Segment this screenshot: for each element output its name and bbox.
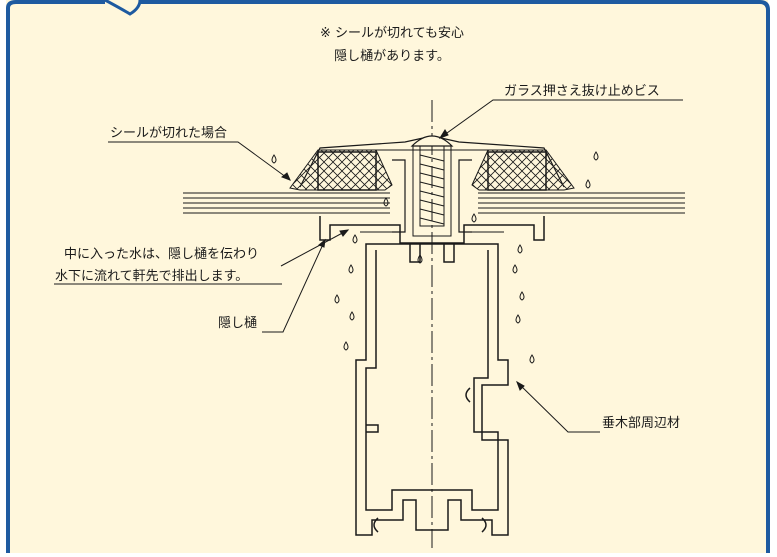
sealant-right	[471, 149, 575, 191]
label-gutter: 隠し樋	[218, 315, 257, 331]
frame-border-left	[6, 0, 105, 553]
panel-background	[6, 0, 768, 553]
label-rafter: 垂木部周辺材	[602, 416, 680, 431]
glass-pane-right	[478, 192, 685, 214]
frame-border-right	[140, 0, 770, 553]
screw-head	[410, 135, 454, 147]
label-water-line1: 中に入った水は、隠し樋を伝わり	[64, 246, 259, 262]
frame-tab	[104, 0, 142, 16]
rafter-profile	[355, 243, 509, 536]
glass-pane-left	[183, 192, 390, 214]
label-water-line2: 水下に流れて軒先で排出します。	[55, 269, 248, 284]
label-screw: ガラス押さえ抜け止めビス	[504, 83, 660, 99]
header-note-line2: 隠し樋があります。	[334, 48, 450, 64]
label-seal-cut: シールが切れた場合	[110, 126, 227, 141]
screw-shank	[412, 145, 452, 237]
header-note-line1: ※ シールが切れても安心	[320, 26, 464, 41]
sealant-left	[289, 149, 393, 191]
water-drops	[271, 151, 599, 364]
gasket-left	[317, 151, 377, 191]
gasket-right	[487, 151, 547, 191]
leader-lines	[108, 99, 683, 433]
